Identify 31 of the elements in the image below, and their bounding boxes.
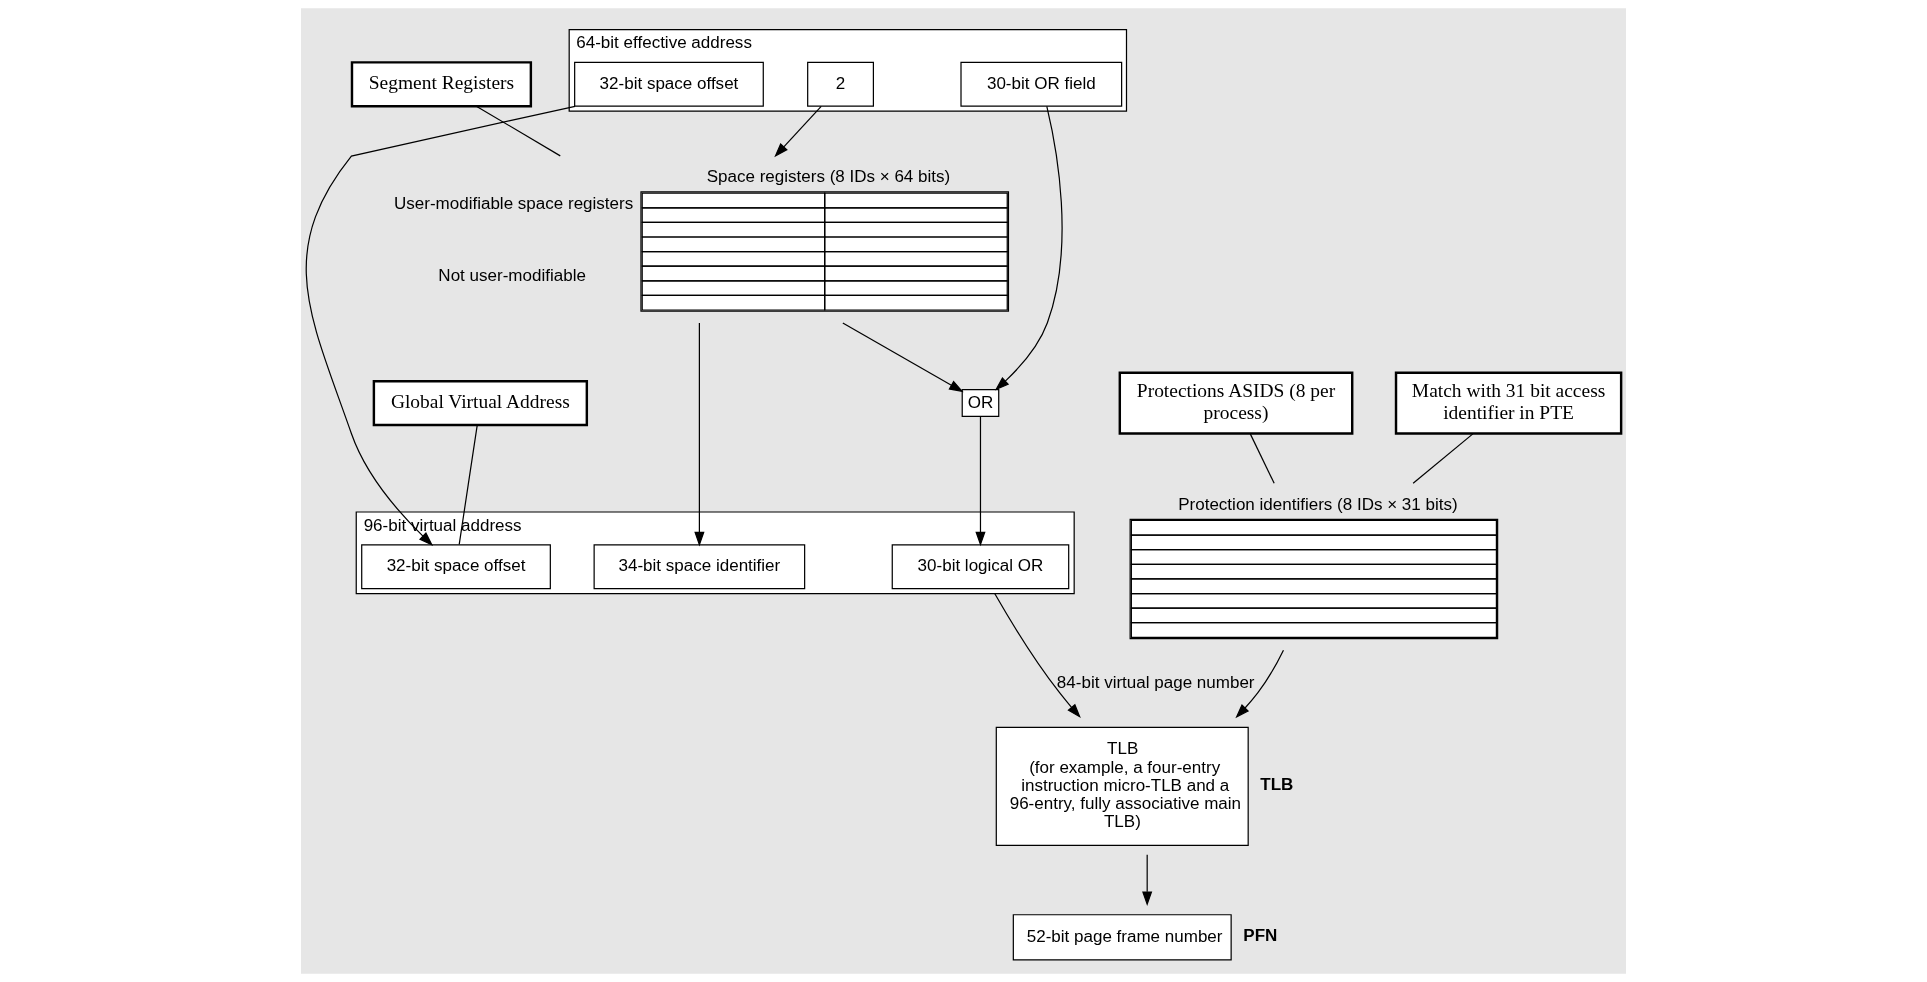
connector [1249,433,1275,484]
node-box: Global Virtual Address [372,379,589,427]
node-label: Space registers (8 IDs × 64 bits) [706,167,951,187]
arrow [975,416,986,547]
arrow [842,322,964,393]
node-label: User-modifiable space registers [393,193,634,213]
node-label: Protection identifiers (8 IDs × 31 bits) [1178,494,1458,514]
node-box: 2 [807,61,874,107]
node-box: 32-bit space offset [361,544,551,590]
connector [476,105,561,157]
arrow [1235,649,1285,719]
node-label: PFN [1243,925,1278,945]
arrow [994,105,1063,391]
connector [1412,433,1474,484]
arrow [774,105,822,158]
node-box: OR [961,389,1000,418]
node-label: TLB [1260,774,1294,794]
edge-label: 84-bit virtual page number [1056,673,1255,693]
node-box: 32-bit space offset [574,61,764,107]
arrow [694,322,705,547]
node-box: Protections ASIDS (8 per process) [1118,371,1354,435]
node-box: 30-bit OR field [960,61,1123,107]
node-box: 34-bit space identifier [593,544,806,590]
connector [458,424,478,545]
arrow [305,105,576,546]
node-box: Segment Registers [350,61,533,108]
arrow [994,592,1081,719]
node-box: 30-bit logical OR [891,544,1070,590]
node-box: Match with 31 bit access identifier in PTE [1394,371,1623,435]
node-label: Not user-modifiable [438,266,586,286]
arrow [1142,854,1153,907]
